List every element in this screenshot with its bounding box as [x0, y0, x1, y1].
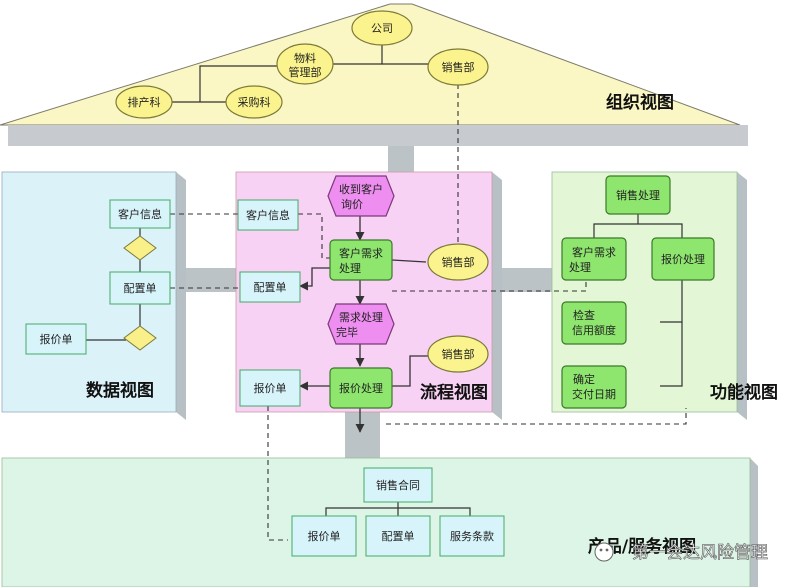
function-sales-processing-label: 销售处理 [616, 188, 660, 202]
product-config-sheet-box: 配置单 [365, 515, 431, 557]
function-connectors [593, 214, 683, 387]
org-company-label: 公司 [371, 22, 393, 35]
product-terms-label: 服务条款 [450, 529, 494, 543]
data-customer-info-box: 客户信息 [109, 199, 171, 229]
function-demand-processing-label-1: 客户需求 [572, 245, 616, 259]
process-sales-node-2: 销售部 [427, 335, 489, 373]
org-sales-node: 销售部 [427, 48, 489, 86]
org-company-node: 公司 [351, 10, 413, 46]
process-demand-processing-box: 客户需求 处理 [329, 239, 393, 281]
process-quote-processing-label: 报价处理 [339, 381, 383, 395]
data-config-sheet-box: 配置单 [109, 271, 171, 305]
data-connector-diamond-1 [123, 235, 157, 261]
process-quote-label: 报价单 [254, 381, 287, 395]
function-sales-processing-box: 销售处理 [605, 175, 671, 215]
data-quote-label: 报价单 [40, 332, 73, 346]
process-config-sheet-box: 配置单 [239, 271, 301, 303]
function-quote-processing-box: 报价处理 [651, 237, 715, 281]
function-delivery-date-label-2: 交付日期 [572, 387, 616, 401]
process-quote-processing-box: 报价处理 [329, 367, 393, 409]
function-credit-check-label-2: 信用额度 [572, 323, 616, 337]
org-production-label: 排产科 [128, 95, 161, 109]
process-receive-inquiry-label-2: 询价 [341, 198, 363, 211]
watermark-text: 第一会达风险管理 [632, 543, 768, 563]
product-view-title: 产品/服务视图 [588, 536, 696, 557]
data-connector-diamond-2 [123, 325, 157, 351]
data-customer-info-label: 客户信息 [118, 207, 162, 221]
org-production-node: 排产科 [115, 85, 173, 119]
data-quote-box: 报价单 [25, 323, 87, 355]
org-connectors [172, 44, 428, 103]
product-config-sheet-label: 配置单 [382, 530, 415, 543]
product-contract-label: 销售合同 [376, 478, 420, 492]
org-sales-label: 销售部 [442, 60, 475, 74]
process-config-sheet-label: 配置单 [254, 281, 287, 294]
product-terms-box: 服务条款 [439, 515, 505, 557]
function-demand-processing-box: 客户需求 处理 [561, 237, 627, 281]
function-credit-check-box: 检查 信用额度 [561, 301, 627, 345]
function-delivery-date-box: 确定 交付日期 [561, 365, 627, 409]
data-view-title: 数据视图 [86, 380, 154, 401]
process-demand-done-label-2: 完毕 [336, 325, 358, 339]
process-view-title: 流程视图 [420, 382, 488, 403]
process-customer-info-label: 客户信息 [246, 208, 290, 222]
process-sales-label-2: 销售部 [442, 347, 475, 361]
process-sales-node-1: 销售部 [427, 243, 489, 281]
org-materials-label-2: 管理部 [289, 65, 322, 79]
function-demand-processing-label-2: 处理 [569, 261, 591, 274]
watermark: 第一会达风险管理 [594, 542, 768, 563]
process-sales-label-1: 销售部 [442, 255, 475, 269]
process-customer-info-box: 客户信息 [237, 199, 299, 231]
dashed-connectors [170, 84, 687, 541]
org-materials-node: 物料 管理部 [276, 43, 334, 85]
org-purchasing-label: 采购科 [238, 95, 271, 109]
function-quote-processing-label: 报价处理 [661, 252, 705, 266]
process-demand-processing-label-1: 客户需求 [339, 246, 383, 260]
process-receive-inquiry-event: 收到客户 询价 [327, 175, 395, 217]
product-quote-box: 报价单 [291, 515, 357, 557]
process-demand-done-event: 需求处理 完毕 [327, 303, 395, 345]
process-quote-box: 报价单 [239, 369, 301, 407]
product-quote-label: 报价单 [308, 529, 341, 543]
product-contract-box: 销售合同 [363, 467, 433, 503]
data-config-sheet-label: 配置单 [124, 282, 157, 295]
process-demand-processing-label-2: 处理 [339, 262, 361, 275]
org-materials-label-1: 物料 [294, 51, 316, 65]
process-receive-inquiry-label-1: 收到客户 [339, 182, 383, 196]
product-connectors [325, 502, 471, 516]
org-purchasing-node: 采购科 [225, 85, 283, 119]
wechat-icon [594, 542, 614, 562]
function-credit-check-label-1: 检查 [573, 308, 595, 322]
function-delivery-date-label-1: 确定 [573, 372, 595, 386]
process-demand-done-label-1: 需求处理 [339, 311, 383, 324]
org-view-title: 组织视图 [606, 92, 674, 113]
function-view-title: 功能视图 [710, 382, 778, 403]
process-connectors [299, 216, 428, 433]
